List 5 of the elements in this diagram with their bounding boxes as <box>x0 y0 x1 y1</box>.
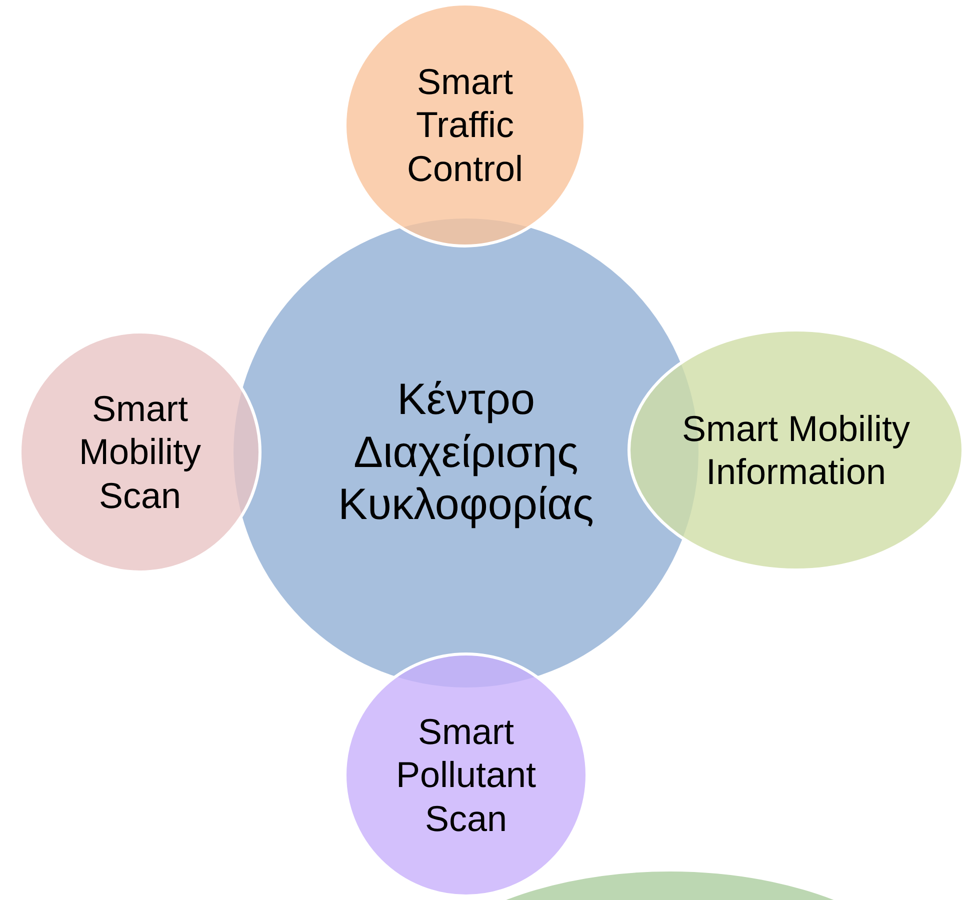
node-label: Smart Mobility Information <box>681 406 911 494</box>
node-label: Smart Pollutant Scan <box>394 710 538 840</box>
node-label: Smart Mobility Scan <box>78 387 202 517</box>
node-label: Κέντρο Διαχείρισης Κυκλοφορίας <box>337 374 595 532</box>
node-label: Smart Traffic Control <box>406 60 524 190</box>
